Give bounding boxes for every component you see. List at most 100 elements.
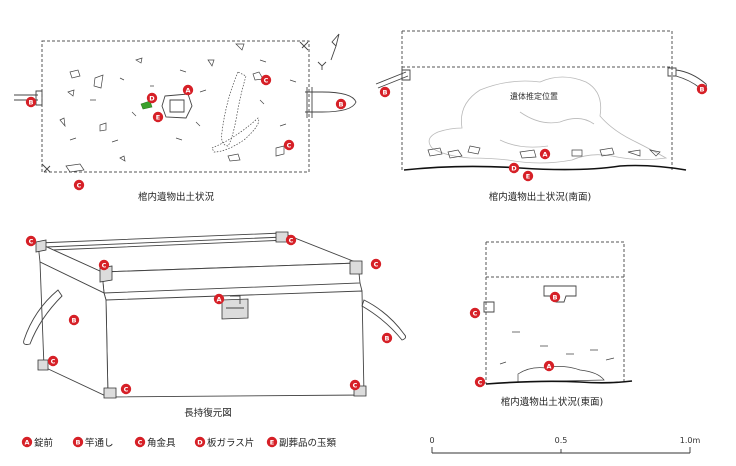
marker-a: A: [543, 360, 555, 372]
svg-text:E: E: [156, 113, 160, 121]
svg-text:D: D: [511, 164, 517, 172]
east-coffin-outline: [485, 276, 625, 384]
svg-text:C: C: [138, 438, 143, 446]
reconstruction-view: 長持復元図: [23, 231, 407, 419]
marker-c: C: [469, 307, 481, 319]
scale-tick-0: 0: [429, 436, 434, 445]
marker-c: C: [25, 235, 37, 247]
south-caption: 棺内遺物出土状況(南面): [489, 191, 591, 203]
svg-text:A: A: [216, 295, 221, 303]
svg-text:C: C: [102, 261, 107, 269]
plan-scattered-fragments: [59, 43, 297, 173]
plan-view: 棺内遺物出土状況: [14, 33, 357, 203]
svg-text:C: C: [287, 141, 292, 149]
south-body-outline: [428, 76, 668, 164]
chest-corner-fitting: [37, 359, 49, 371]
legend-label: 角金具: [147, 437, 176, 449]
marker-a: A: [539, 148, 551, 160]
chest-lock: [221, 298, 249, 320]
south-lid-outline: [401, 30, 673, 67]
marker-a: A: [213, 293, 225, 305]
marker-b: B: [68, 314, 80, 326]
chest-corner-fitting: [35, 239, 47, 253]
plan-corner-fitting: [299, 41, 309, 51]
svg-text:C: C: [353, 381, 358, 389]
svg-text:C: C: [473, 309, 478, 317]
svg-text:C: C: [374, 260, 379, 268]
plan-coffin-outline: [41, 40, 310, 173]
svg-text:A: A: [542, 150, 547, 158]
marker-d: D: [508, 162, 520, 174]
plan-wood-trace: [211, 117, 260, 153]
marker-b: B: [696, 83, 708, 95]
svg-text:B: B: [76, 438, 81, 446]
svg-text:B: B: [383, 88, 388, 96]
plan-pole-holder-bar: [306, 87, 313, 118]
scale-tick-1m: 1.0m: [680, 436, 701, 445]
reconstruction-caption: 長持復元図: [184, 407, 232, 419]
marker-b: B: [335, 98, 347, 110]
marker-c: C: [120, 383, 132, 395]
marker-layer: B A D E C C C B B B A D E C C C C A B B …: [25, 74, 708, 395]
east-remains: [517, 366, 605, 383]
plan-spear-object: [330, 33, 340, 61]
south-ground-line: [403, 164, 687, 171]
plan-pole-holder-right: [305, 91, 357, 113]
plan-caption: 棺内遺物出土状況: [138, 191, 215, 203]
svg-text:C: C: [264, 76, 269, 84]
marker-c: C: [47, 355, 59, 367]
east-fragments: [499, 331, 615, 365]
marker-b: B: [379, 86, 391, 98]
svg-text:D: D: [149, 94, 155, 102]
marker-b: B: [549, 291, 561, 303]
east-lid-outline: [485, 241, 625, 277]
scale-bar: 0 0.5 1.0m: [429, 436, 701, 454]
svg-text:C: C: [478, 378, 483, 386]
south-fragments: [427, 145, 661, 159]
east-ground-line: [485, 380, 633, 385]
body-position-label: 遺体推定位置: [510, 91, 558, 101]
marker-a: A: [182, 84, 194, 96]
legend-label: 錠前: [34, 437, 53, 449]
marker-c: C: [285, 234, 297, 246]
svg-text:E: E: [270, 438, 274, 446]
marker-b: B: [25, 96, 37, 108]
chest-pole-holder-right: [361, 299, 407, 341]
plan-wood-trace: [221, 71, 247, 147]
svg-text:C: C: [77, 181, 82, 189]
legend-label: 板ガラス片: [207, 437, 254, 449]
legend-item-lock: A 錠前: [21, 436, 53, 449]
chest-pole-holder-left: [23, 289, 63, 345]
plan-lock-plate: [169, 99, 185, 113]
scale-bar-line: [431, 447, 691, 454]
chest-lid-edge: [45, 236, 289, 251]
marker-c: C: [73, 179, 85, 191]
svg-text:B: B: [553, 293, 558, 301]
svg-text:B: B: [385, 334, 390, 342]
scale-tick-half: 0.5: [555, 436, 568, 445]
legend-item-pole-holder: B 竿通し: [72, 436, 114, 449]
marker-c: C: [283, 139, 295, 151]
svg-text:A: A: [546, 362, 551, 370]
south-pole-holder-left: [375, 69, 411, 89]
marker-e: E: [152, 111, 164, 123]
plan-glass-fragment: [140, 100, 153, 110]
east-caption: 棺内遺物出土状況(東面): [501, 396, 603, 408]
svg-text:A: A: [185, 86, 190, 94]
marker-d: D: [146, 92, 158, 104]
svg-text:C: C: [289, 236, 294, 244]
svg-text:B: B: [700, 85, 705, 93]
south-body-detail: [499, 111, 595, 148]
marker-b: B: [381, 332, 393, 344]
south-coffin-outline: [401, 66, 673, 172]
svg-text:C: C: [51, 357, 56, 365]
svg-text:B: B: [72, 316, 77, 324]
legend: A 錠前 B 竿通し C 角金具 D 板ガラス片 E 副葬品の玉類: [21, 436, 337, 449]
marker-c: C: [98, 259, 110, 271]
marker-c: C: [370, 258, 382, 270]
legend-label: 竿通し: [85, 437, 114, 449]
legend-item-corner-fitting: C 角金具: [134, 436, 176, 449]
plan-lock: [161, 93, 193, 119]
svg-text:C: C: [29, 237, 34, 245]
